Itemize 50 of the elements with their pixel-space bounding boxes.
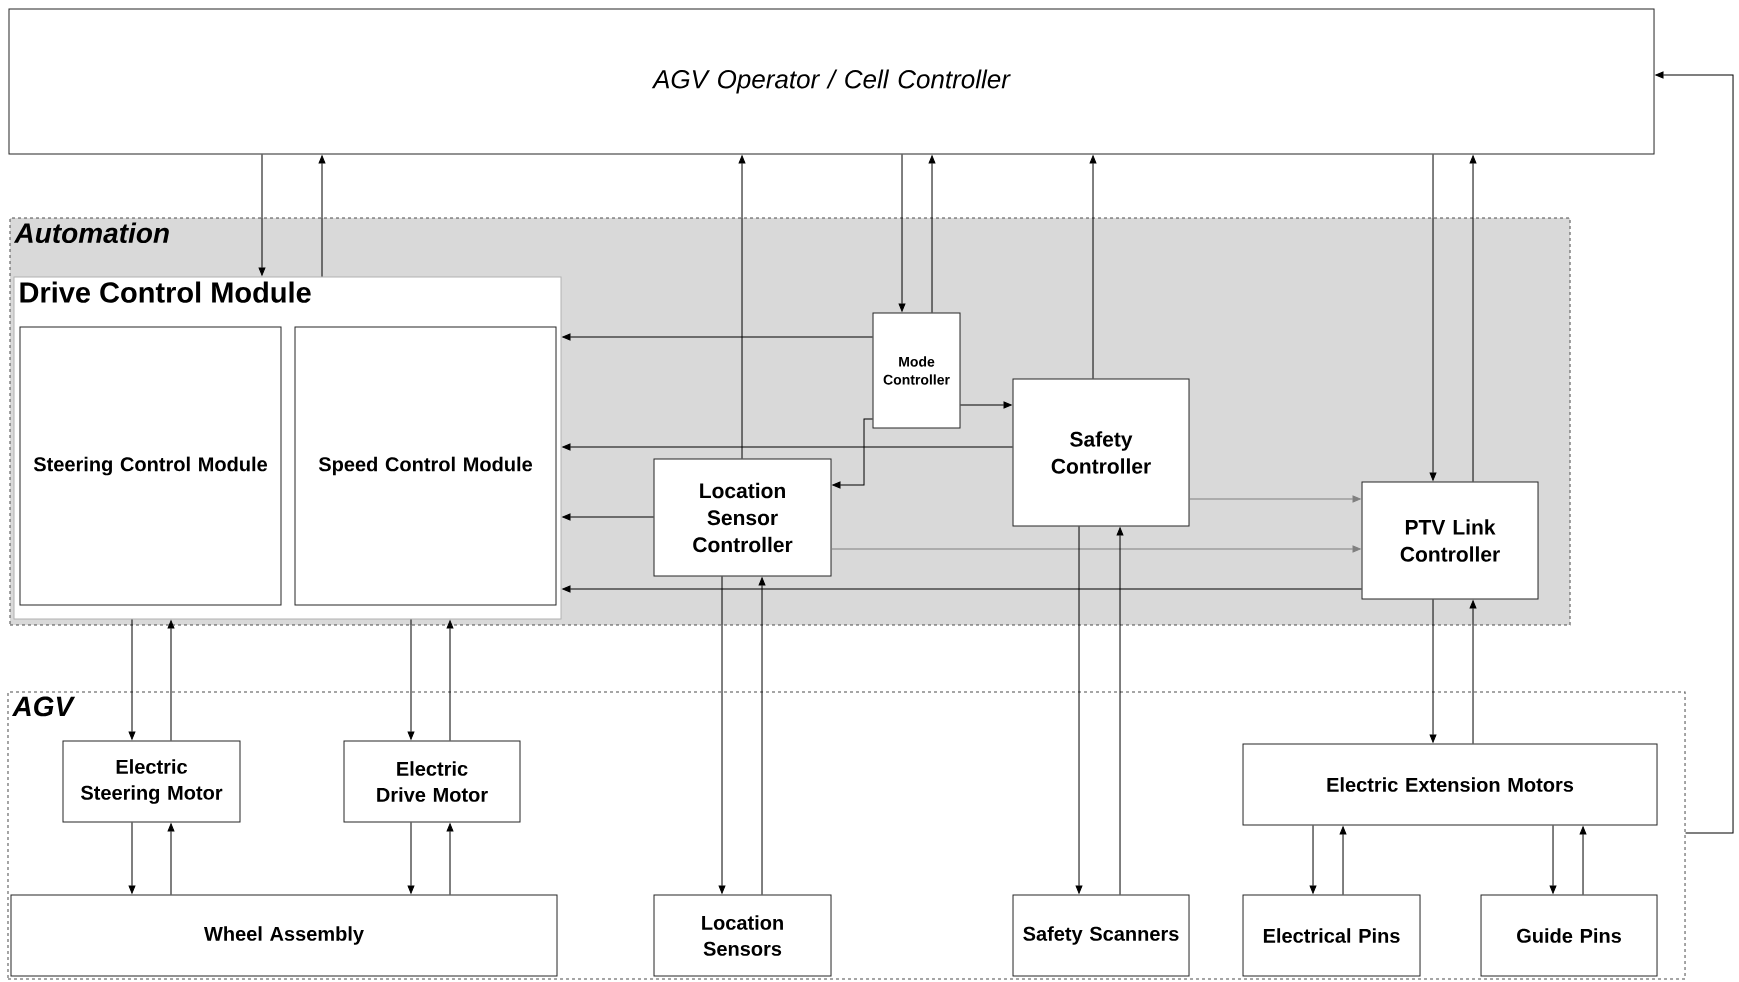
arrow xyxy=(167,823,175,895)
arrow xyxy=(1309,825,1317,894)
arrow xyxy=(928,155,936,313)
component-box: Safety Controller xyxy=(1012,378,1190,527)
arrow xyxy=(562,513,654,521)
arrow xyxy=(318,155,326,277)
arrow xyxy=(562,443,1013,451)
arrow xyxy=(562,333,873,341)
arrow xyxy=(562,585,1362,593)
arrow xyxy=(831,545,1361,553)
component-box: Location Sensors xyxy=(653,894,832,977)
component-box: Guide Pins xyxy=(1480,894,1658,977)
component-box: Electric Extension Motors xyxy=(1242,743,1658,826)
arrow xyxy=(258,154,266,276)
arrow xyxy=(1429,599,1437,743)
arrow xyxy=(738,155,746,459)
component-box: Electric Steering Motor xyxy=(62,740,241,823)
component-box: Electric Drive Motor xyxy=(343,740,521,823)
arrow xyxy=(1116,527,1124,895)
arrow xyxy=(446,620,454,741)
arrow xyxy=(960,401,1012,409)
arrow xyxy=(1655,71,1734,834)
component-box: Mode Controller xyxy=(872,312,961,429)
component-box: Electrical Pins xyxy=(1242,894,1421,977)
arrow xyxy=(718,576,726,894)
component-box: Speed Control Module xyxy=(294,326,557,606)
arrow xyxy=(1089,155,1097,379)
component-box: Wheel Assembly xyxy=(10,894,558,977)
arrow xyxy=(898,154,906,312)
component-box: Safety Scanners xyxy=(1012,894,1190,977)
arrow xyxy=(128,619,136,740)
arrow xyxy=(1469,600,1477,744)
arrow xyxy=(128,822,136,894)
arrow xyxy=(1469,155,1477,482)
arrow xyxy=(407,619,415,740)
arrow xyxy=(758,577,766,895)
controller-box: AGV Operator / Cell Controller xyxy=(8,8,1655,155)
arrow xyxy=(1549,825,1557,894)
arrow xyxy=(446,823,454,895)
arrow xyxy=(1075,526,1083,894)
arrow xyxy=(1579,826,1587,895)
arrow xyxy=(1339,826,1347,895)
arrow xyxy=(1189,495,1361,503)
arrow xyxy=(832,418,873,489)
arrow xyxy=(407,822,415,894)
component-box: Location Sensor Controller xyxy=(653,458,832,577)
arrow xyxy=(167,620,175,741)
arrow xyxy=(1429,154,1437,481)
component-box: PTV Link Controller xyxy=(1361,481,1539,600)
component-box: Steering Control Module xyxy=(19,326,282,606)
